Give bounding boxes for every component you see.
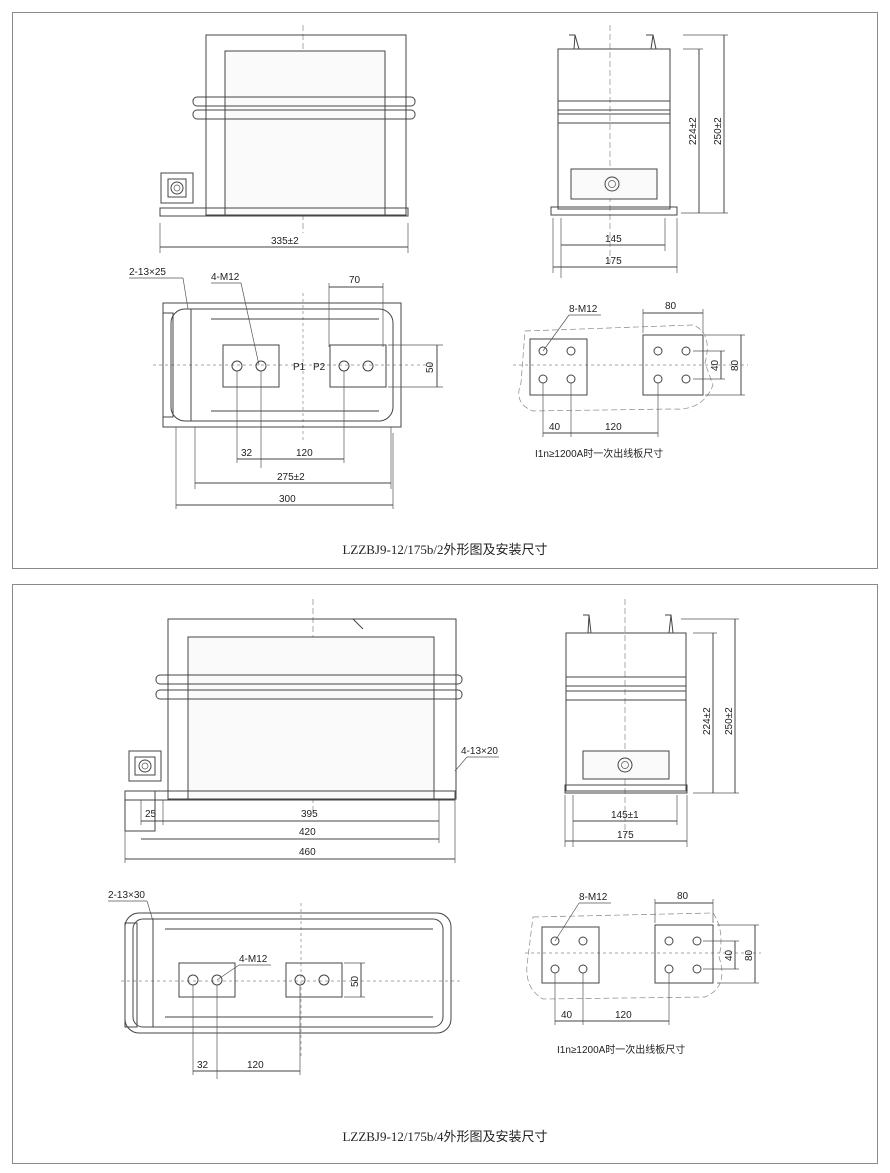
plan-bolt-label: 4-M12 <box>211 272 240 283</box>
plan-right-dim: 50 <box>350 975 361 987</box>
side-h1-dim: 224±2 <box>688 117 699 145</box>
front-hole-label: 4-13×20 <box>461 746 498 757</box>
terminal-top-dim: 80 <box>665 301 677 312</box>
terminal-r1-dim: 40 <box>724 949 735 961</box>
terminal-board: 8-M12 80 40 80 40 120 I1n≥1200A时一次出线板尺寸 <box>513 301 748 460</box>
terminal-b2-dim: 120 <box>615 1010 632 1021</box>
front-dim-b: 395 <box>301 809 318 820</box>
drawing-caption-2: LZZBJ9-12/175b/4外形图及安装尺寸 <box>342 1129 548 1144</box>
terminal-b1-dim: 40 <box>549 422 561 433</box>
front-dim-a: 25 <box>145 809 157 820</box>
plan-top-dim: 70 <box>349 275 361 286</box>
plan-hole-label: 2-13×30 <box>108 890 145 901</box>
plan-dim-c: 275±2 <box>277 472 305 483</box>
drawing-panel-1: 335±2 224±2 250±2 145 175 <box>12 12 878 569</box>
plan-view: P1 P2 2-13×25 4-M12 70 50 32 120 275±2 3… <box>129 267 443 509</box>
side-h2-dim: 250±2 <box>713 117 724 145</box>
front-width-dim: 335±2 <box>271 236 299 247</box>
terminal-note: I1n≥1200A时一次出线板尺寸 <box>557 1043 685 1056</box>
drawing-1: 335±2 224±2 250±2 145 175 <box>129 25 748 509</box>
plan-dim-b: 120 <box>296 448 313 459</box>
terminal-board: 8-M12 80 40 80 40 120 I1n≥1200A时一次出线板尺寸 <box>525 891 761 1056</box>
side-w1-dim: 145±1 <box>611 810 639 821</box>
side-w1-dim: 145 <box>605 234 622 245</box>
drawing-caption-1: LZZBJ9-12/175b/2外形图及安装尺寸 <box>342 542 548 557</box>
front-view: 4-13×20 25 395 420 460 <box>124 599 499 863</box>
front-view: 335±2 <box>159 25 416 253</box>
terminal-r2-dim: 80 <box>730 359 741 371</box>
side-view: 224±2 250±2 145±1 175 <box>564 599 739 847</box>
plan-right-dim: 50 <box>425 361 436 373</box>
terminal-b1-dim: 40 <box>561 1010 573 1021</box>
terminal-bolt-label: 8-M12 <box>579 892 608 903</box>
side-w2-dim: 175 <box>605 256 622 267</box>
plan-dim-a: 32 <box>241 448 253 459</box>
terminal-note: I1n≥1200A时一次出线板尺寸 <box>535 447 663 460</box>
plan-view: 2-13×30 4-M12 50 32 120 <box>108 890 463 1079</box>
plan-p1-label: P1 <box>293 362 306 373</box>
side-view: 224±2 250±2 145 175 <box>550 25 728 278</box>
plan-dim-b: 120 <box>247 1060 264 1071</box>
terminal-r2-dim: 80 <box>744 949 755 961</box>
drawing-panel-2: 4-13×20 25 395 420 460 224±2 250±2 <box>12 584 878 1164</box>
plan-hole-label: 2-13×25 <box>129 267 166 278</box>
side-w2-dim: 175 <box>617 830 634 841</box>
terminal-b2-dim: 120 <box>605 422 622 433</box>
drawing-2: 4-13×20 25 395 420 460 224±2 250±2 <box>108 599 761 1079</box>
plan-p2-label: P2 <box>313 362 326 373</box>
terminal-bolt-label: 8-M12 <box>569 304 598 315</box>
terminal-top-dim: 80 <box>677 891 689 902</box>
front-dim-d: 460 <box>299 847 316 858</box>
terminal-r1-dim: 40 <box>710 359 721 371</box>
front-dim-c: 420 <box>299 827 316 838</box>
side-h1-dim: 224±2 <box>702 707 713 735</box>
side-h2-dim: 250±2 <box>724 707 735 735</box>
plan-dim-d: 300 <box>279 494 296 505</box>
plan-dim-a: 32 <box>197 1060 209 1071</box>
plan-bolt-label: 4-M12 <box>239 954 268 965</box>
